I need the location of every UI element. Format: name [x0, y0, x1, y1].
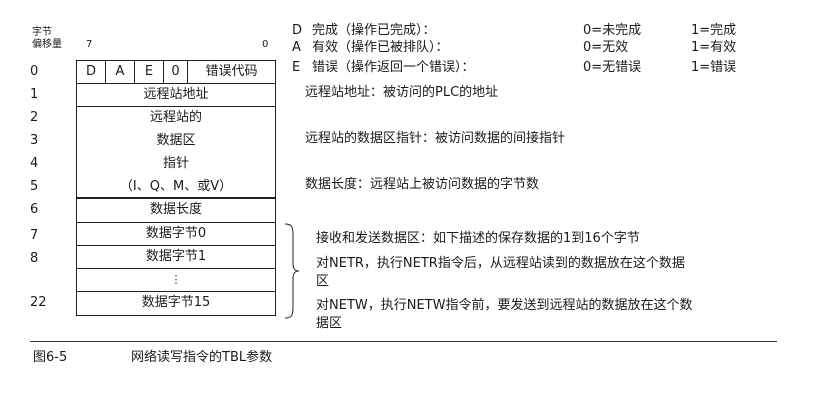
flag-a: A [106, 61, 135, 83]
row-index-2: 2 [30, 110, 39, 125]
desc-netw-line1: 对NETW，执行NETW指令前，要发送到远程站的数据放在这个数 [316, 298, 693, 313]
byte-label: 字节 [32, 27, 52, 38]
figure-number: 图6-5 [33, 350, 68, 365]
legend-a-letter: A [292, 40, 301, 55]
legend-a-v0: 0=无效 [583, 40, 629, 55]
table-row-ellipsis: ⋮ [77, 269, 275, 292]
table-row-data-byte-15: 数据字节15 [141, 295, 211, 310]
table-row-remote-pointer-2: 数据区 [156, 133, 196, 148]
legend-a-v1: 1=有效 [691, 40, 737, 55]
legend-d-letter: D [292, 23, 303, 38]
legend-e-v1: 1=错误 [691, 60, 737, 75]
legend-e-v0: 0=无错误 [583, 60, 642, 75]
row-index-8: 8 [30, 251, 39, 266]
desc-netr-line1: 对NETR，执行NETR指令后，从远程站读到的数据放在这个数据 [316, 256, 685, 271]
row-index-0: 0 [30, 64, 39, 79]
tbl-table: D A E 0 错误代码 远程站地址 远程站的 数据区 指针 （I、Q、M、或V… [76, 60, 276, 316]
bit-high-label: 7 [86, 39, 93, 50]
offset-label: 偏移量 [32, 39, 62, 50]
legend-d-v0: 0=未完成 [583, 23, 642, 38]
desc-netw-line2: 据区 [316, 316, 343, 331]
table-row-remote-pointer-1: 远程站的 [149, 110, 202, 125]
desc-remote-address: 远程站地址：被访问的PLC的地址 [305, 85, 499, 100]
row-index-5: 5 [30, 179, 39, 194]
error-code-field: 错误代码 [205, 64, 258, 79]
desc-data-area: 接收和发送数据区：如下描述的保存数据的1到16个字节 [316, 231, 640, 246]
table-row-data-byte-1: 数据字节1 [77, 246, 275, 269]
bit-low-label: 0 [262, 39, 269, 50]
figure-title: 网络读写指令的TBL参数 [131, 350, 273, 365]
row-index-6: 6 [30, 202, 39, 217]
table-row-remote-pointer-4: （I、Q、M、或V） [77, 176, 275, 199]
row-index-7: 7 [30, 228, 39, 243]
row-index-3: 3 [30, 133, 39, 148]
row-index-22: 22 [30, 295, 47, 310]
desc-remote-pointer: 远程站的数据区指针：被访问数据的间接指针 [305, 131, 566, 146]
row-index-1: 1 [30, 87, 39, 102]
flag-zero: 0 [164, 61, 188, 83]
table-row-data-byte-0: 数据字节0 [77, 223, 275, 246]
legend-e-letter: E [292, 60, 301, 75]
table-row-remote-pointer-3: 指针 [162, 156, 189, 171]
desc-data-length: 数据长度：远程站上被访问数据的字节数 [305, 177, 540, 192]
row-index-4: 4 [30, 156, 39, 171]
legend-a-desc: 有效（操作已被排队）： [312, 40, 449, 55]
table-row-remote-address: 远程站地址 [77, 84, 275, 107]
desc-netr-line2: 区 [316, 274, 330, 289]
legend-e-desc: 错误（操作返回一个错误）： [312, 60, 475, 75]
legend-d-desc: 完成（操作已完成）： [312, 23, 436, 38]
data-area-brace-icon [284, 223, 300, 319]
caption-divider [30, 341, 777, 342]
flag-d: D [77, 61, 106, 83]
legend-d-v1: 1=完成 [691, 23, 737, 38]
table-row-data-length: 数据长度 [77, 199, 275, 223]
flags-row: D A E 0 错误代码 [77, 61, 275, 84]
flag-e: E [135, 61, 164, 83]
